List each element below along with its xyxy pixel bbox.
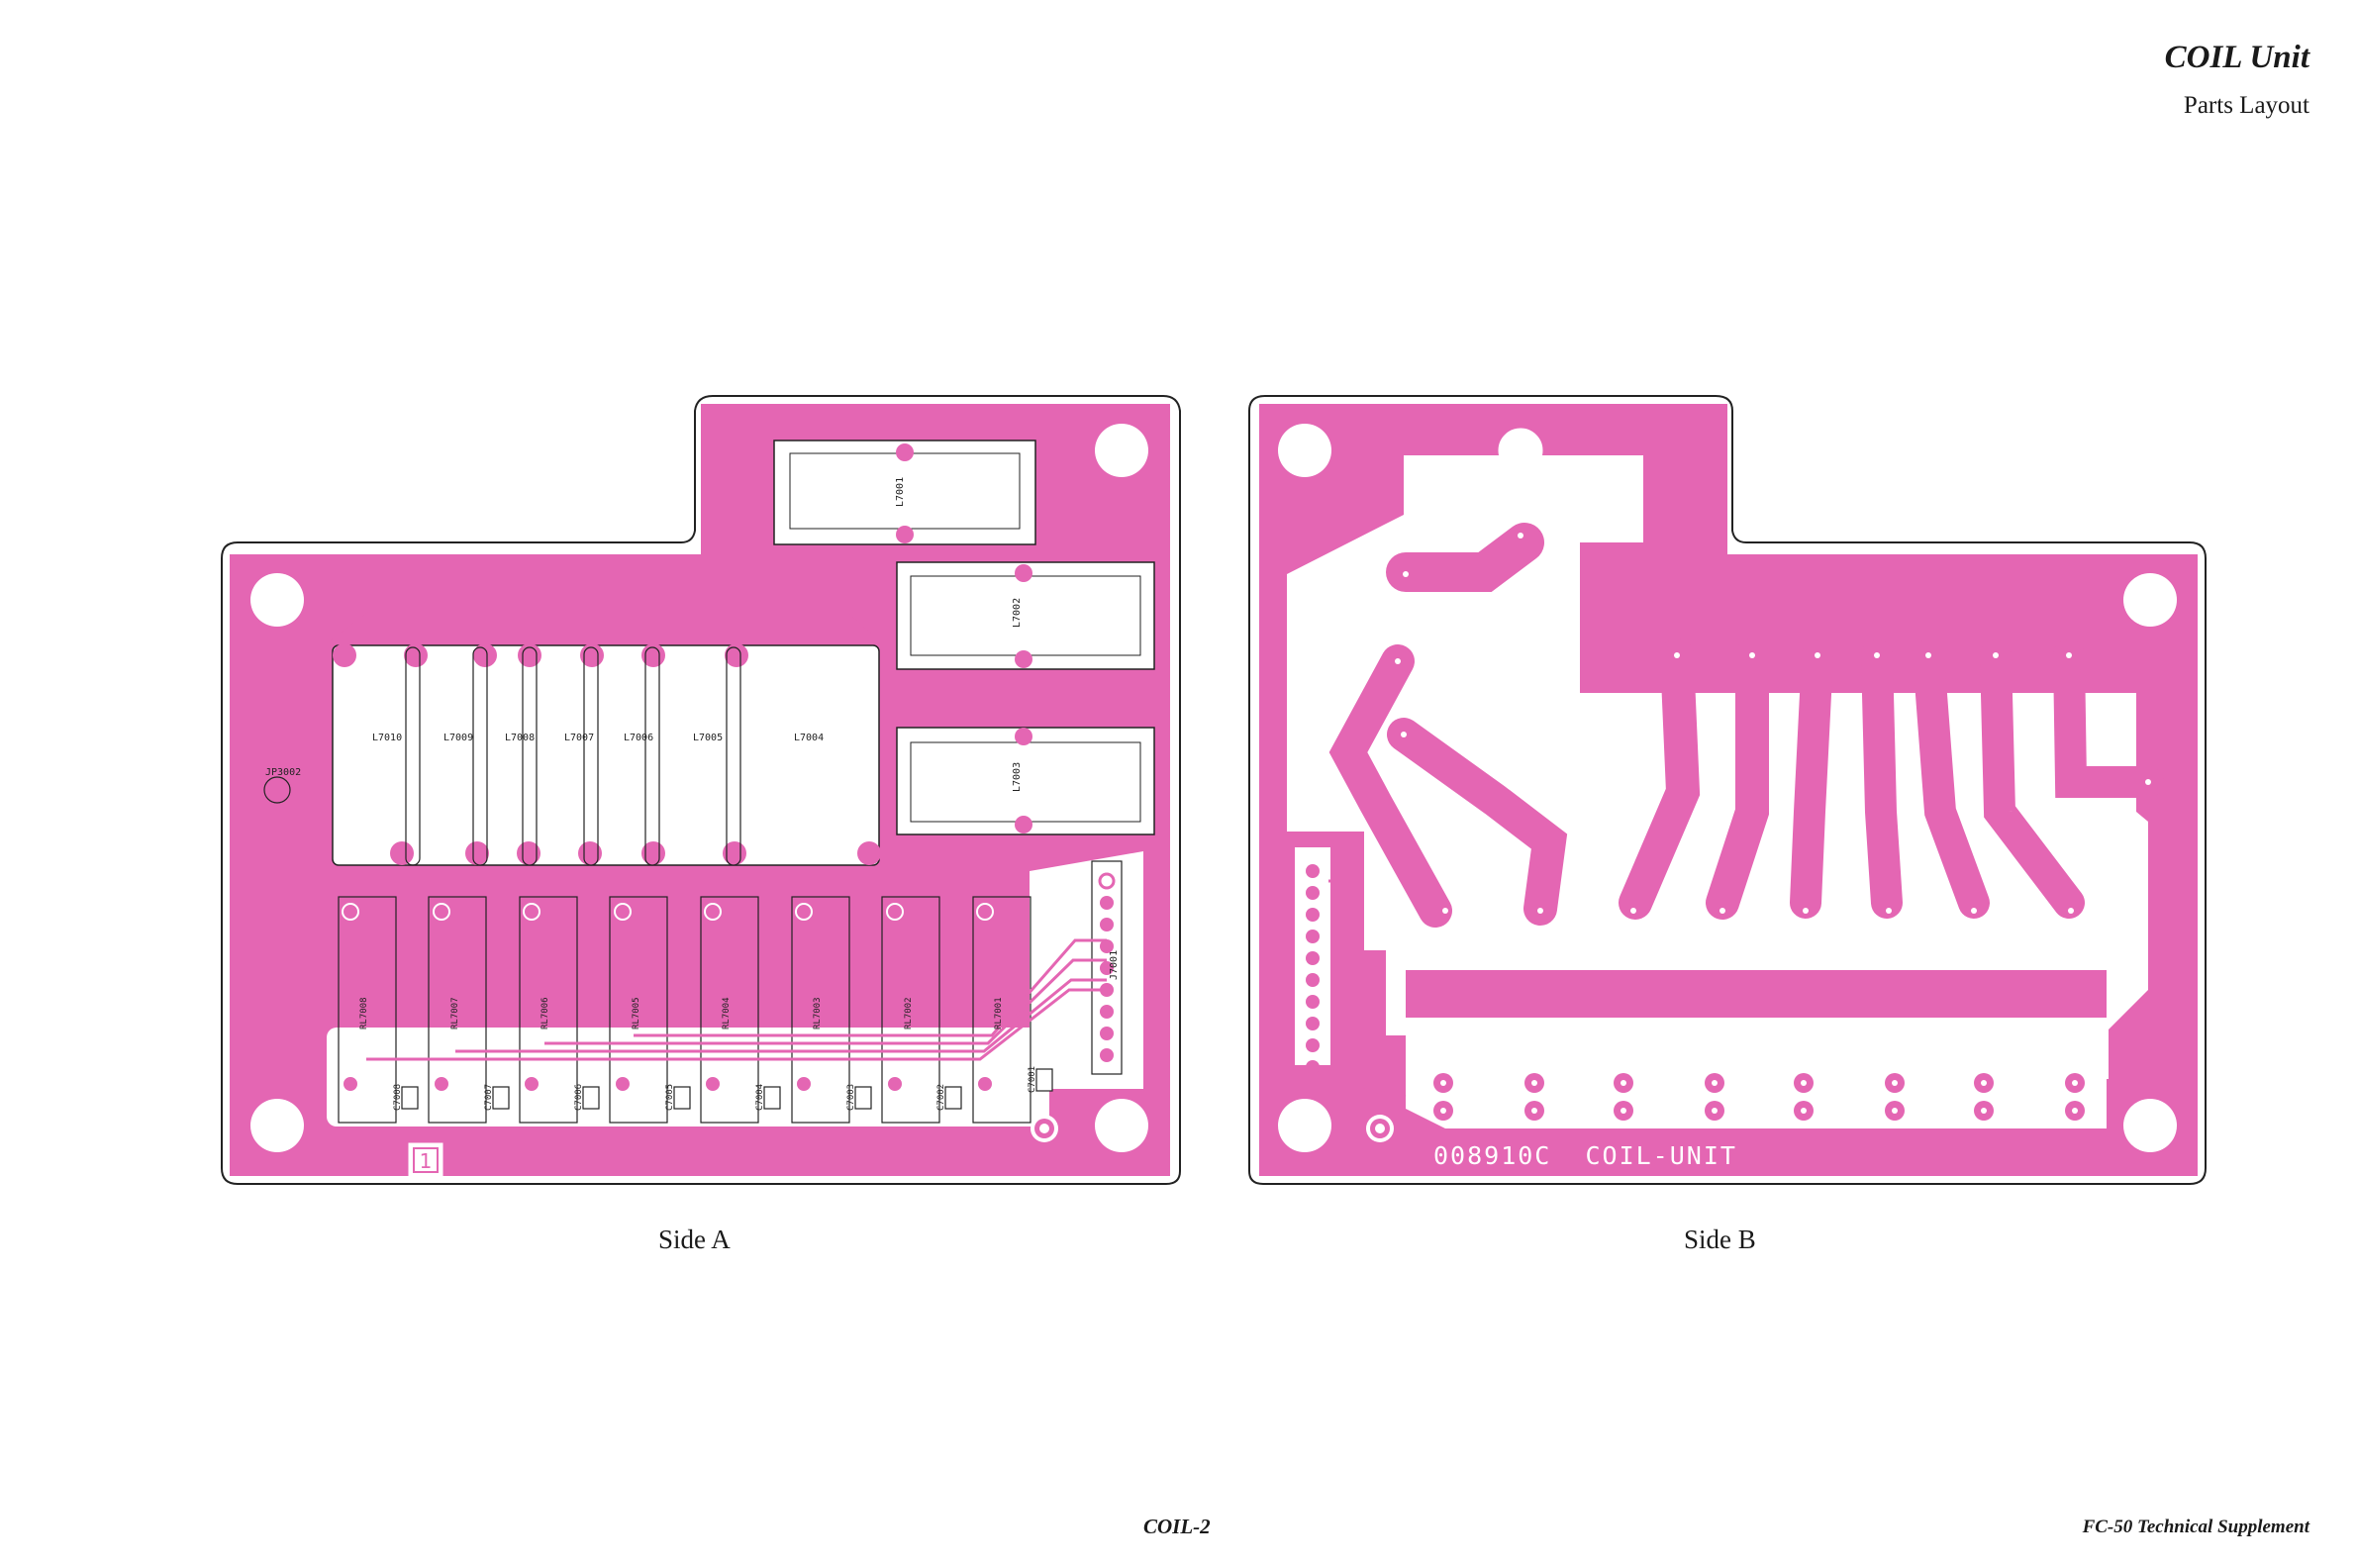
coil-label: L7005 bbox=[693, 733, 723, 743]
coil-label: L7004 bbox=[794, 733, 824, 743]
relay-label: RL7005 bbox=[632, 997, 641, 1029]
cap-label: C7007 bbox=[484, 1084, 494, 1111]
relay-label: RL7002 bbox=[904, 997, 914, 1029]
side-b-caption: Side B bbox=[1684, 1225, 1756, 1255]
cap-label: C7005 bbox=[665, 1084, 675, 1111]
cap-label: C7001 bbox=[1028, 1066, 1037, 1093]
relay-label: RL7007 bbox=[450, 997, 460, 1029]
board-silkscreen: 008910C COIL-UNIT bbox=[1433, 1141, 1737, 1170]
cap-label: C7003 bbox=[846, 1084, 856, 1111]
relay-label: RL7008 bbox=[359, 997, 369, 1029]
relay-label: RL7003 bbox=[813, 997, 823, 1029]
jumper-label: JP3002 bbox=[265, 767, 301, 778]
cap-label: C7002 bbox=[936, 1084, 946, 1111]
side-a-board: 1 L7010 L7009 L7008 L7007 L7006 L7005 L7… bbox=[222, 396, 1180, 1184]
side-a-caption: Side A bbox=[658, 1225, 731, 1255]
cap-label: C7006 bbox=[574, 1084, 584, 1111]
relay-label: RL7006 bbox=[540, 997, 550, 1029]
lead-coil-label: L7001 bbox=[895, 477, 906, 507]
side-a-marker: 1 bbox=[420, 1149, 433, 1173]
cap-label: C7008 bbox=[393, 1084, 403, 1111]
coil-label: L7006 bbox=[624, 733, 653, 743]
relay-label: RL7001 bbox=[994, 997, 1004, 1029]
page-number: COIL-2 bbox=[1143, 1515, 1211, 1539]
lead-coil-label: L7003 bbox=[1012, 762, 1023, 792]
connector-label: J7001 bbox=[1109, 950, 1120, 980]
cap-label: C7004 bbox=[755, 1084, 765, 1111]
coil-label: L7008 bbox=[505, 733, 535, 743]
lead-coil-label: L7002 bbox=[1012, 598, 1023, 628]
coil-label: L7009 bbox=[443, 733, 473, 743]
coil-label: L7010 bbox=[372, 733, 402, 743]
relay-label: RL7004 bbox=[722, 997, 732, 1029]
side-b-board: 008910C COIL-UNIT bbox=[1249, 396, 2206, 1184]
coil-label: L7007 bbox=[564, 733, 594, 743]
document-name: FC-50 Technical Supplement bbox=[2083, 1517, 2309, 1538]
